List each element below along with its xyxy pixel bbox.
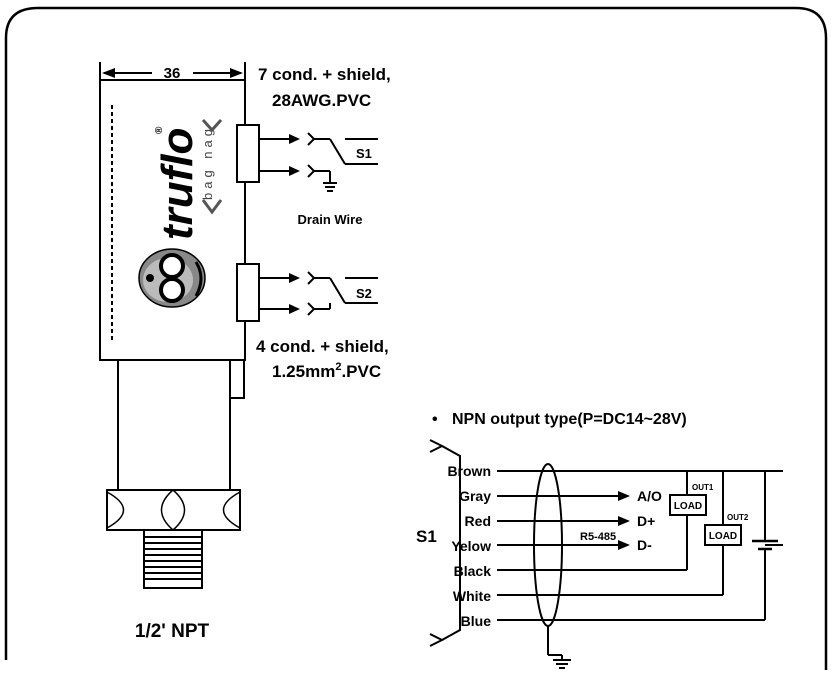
- brand-registered-mark: ®: [154, 126, 165, 134]
- load-1-label: LOAD: [674, 501, 702, 512]
- lower-cable-spec-line1: 4 cond. + shield,: [256, 337, 389, 356]
- brand-subtitle: bag nag: [200, 125, 215, 200]
- wire-label-red: Red: [465, 513, 491, 529]
- upper-arrow-1: [289, 134, 300, 144]
- hex-nut: [106, 489, 241, 531]
- output-label-ao: A/O: [637, 488, 662, 504]
- schematic-switch-label: S1: [416, 527, 437, 546]
- upper-connector: [236, 124, 260, 183]
- thread-size-label: 1/2' NPT: [135, 621, 210, 642]
- lower-connector: [236, 263, 260, 322]
- bottom-cable-break: [429, 633, 445, 647]
- bus-label: R5-485: [580, 531, 616, 543]
- diagram-frame: [4, 6, 828, 670]
- upper-cable-spec-line1: 7 cond. + shield,: [258, 65, 391, 84]
- npn-schematic: • NPN output type(P=DC14~28V) S1 Brown G…: [416, 411, 783, 669]
- upper-switch-label: S1: [356, 146, 372, 161]
- output-label-d-minus: D-: [637, 537, 652, 553]
- brand-logo: truflo ® bag nag: [153, 125, 215, 240]
- lower-cable-spec-line2: 1.25mm2.PVC: [272, 361, 381, 381]
- wire-label-brown: Brown: [447, 463, 491, 479]
- top-cable-break: [429, 439, 445, 453]
- wire-label-black: Black: [454, 563, 492, 579]
- dimension-arrow-right: [230, 68, 243, 78]
- upper-cable-spec-line2: 28AWG.PVC: [272, 91, 371, 110]
- sensor-stem: [117, 359, 231, 491]
- thread-lines: [144, 536, 202, 580]
- brand-chevron-bottom: [201, 199, 223, 215]
- s2-switch-contact: [329, 277, 346, 304]
- s1-switch-contact: [329, 138, 346, 165]
- lower-switch-label: S2: [356, 286, 372, 301]
- lower-arrow-1: [289, 273, 300, 283]
- mascot-icon: [138, 248, 206, 308]
- lower-cable-spec-material: .PVC: [341, 362, 381, 381]
- drain-wire-label: Drain Wire: [298, 212, 363, 227]
- shield-ground-icon: [553, 659, 571, 669]
- output-label-d-plus: D+: [637, 513, 655, 529]
- sensor-assembly: 36 truflo ® bag nag: [99, 62, 260, 642]
- lower-cable-spec-superscript: 2: [335, 361, 341, 373]
- wire-label-gray: Gray: [459, 488, 491, 504]
- wire-label-blue: Blue: [461, 613, 492, 629]
- wire-label-white: White: [453, 588, 491, 604]
- schematic-bullet: •: [432, 411, 438, 428]
- schematic-title: NPN output type(P=DC14~28V): [452, 411, 687, 428]
- dimension-value: 36: [164, 65, 181, 82]
- brand-name: truflo: [153, 128, 202, 240]
- dimension-arrow-left: [102, 68, 115, 78]
- wire-label-yelow: Yelow: [451, 538, 491, 554]
- lower-arrow-2: [289, 304, 300, 314]
- out1-label: OUT1: [692, 483, 714, 492]
- upper-arrow-2: [289, 166, 300, 176]
- stem-side-tab: [229, 359, 245, 399]
- brand-chevron-top: [201, 118, 223, 133]
- sensor-housing: [99, 79, 246, 361]
- upper-switch-circuit: 7 cond. + shield, 28AWG.PVC S1 Drain Wir…: [258, 65, 391, 227]
- load-2-label: LOAD: [709, 531, 737, 542]
- out2-label: OUT2: [727, 513, 749, 522]
- lower-cable-spec-size: 1.25mm: [272, 362, 335, 381]
- ground-icon: [323, 182, 337, 192]
- lower-switch-circuit: S2 4 cond. + shield, 1.25mm2.PVC: [256, 271, 389, 381]
